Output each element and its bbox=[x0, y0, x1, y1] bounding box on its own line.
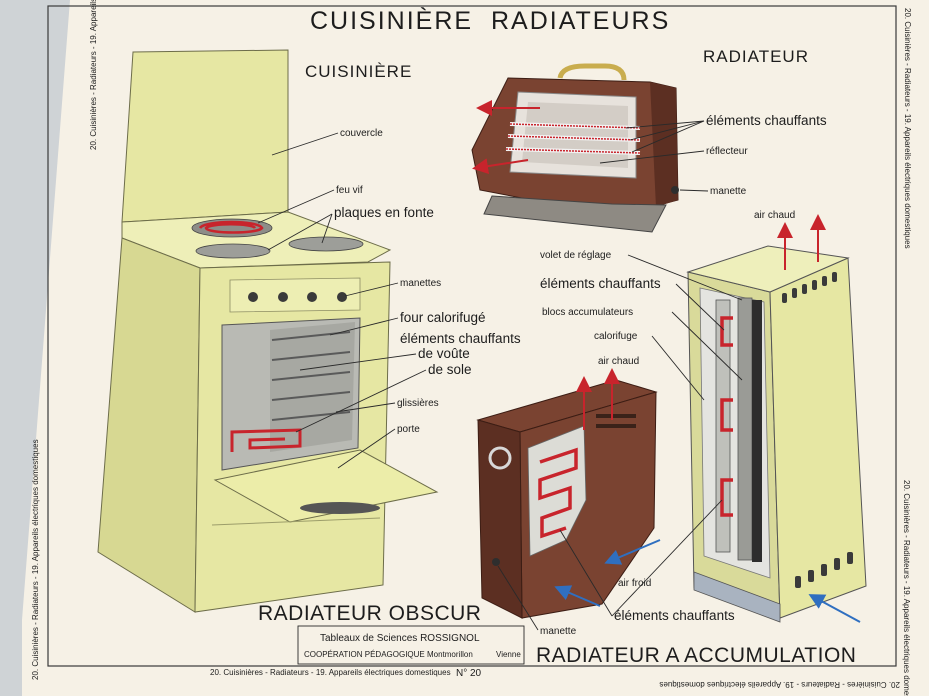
obscur-heating-element bbox=[538, 447, 578, 539]
label-glissieres: glissières bbox=[397, 398, 439, 409]
air-froid-obscur-arrow-2 bbox=[554, 585, 601, 607]
accumulation-top bbox=[686, 245, 850, 293]
publisher-line-2: COOPÉRATION PÉDAGOGIQUE Montmorillon bbox=[304, 650, 473, 659]
control-panel bbox=[229, 277, 361, 313]
label-reflecteur: réflecteur bbox=[706, 146, 748, 157]
label-air-froid: air froid bbox=[618, 578, 651, 589]
margin-text-bottom-right: 20. Cuisinières - Radiateurs - 19. Appar… bbox=[659, 680, 900, 689]
publisher-line-1: Tableaux de Sciences ROSSIGNOL bbox=[320, 633, 480, 644]
label-elements-chauffants-cuisiniere: éléments chauffants bbox=[400, 331, 521, 346]
radiateur-illustration bbox=[471, 63, 679, 233]
cuisiniere-illustration bbox=[97, 49, 439, 613]
label-elements-chauffants-bottom: éléments chauffants bbox=[614, 608, 735, 623]
radiateur-side bbox=[650, 82, 678, 207]
obscur-knob bbox=[492, 558, 500, 566]
label-couvercle: couvercle bbox=[340, 128, 383, 139]
label-air-chaud-accumulation: air chaud bbox=[754, 210, 795, 221]
burner-plaque-front bbox=[195, 243, 271, 259]
obscur-side bbox=[477, 419, 523, 619]
air-froid-arrow-acc bbox=[808, 594, 861, 623]
heat-ray-arrow-2 bbox=[472, 158, 529, 175]
label-feu-vif: feu vif bbox=[336, 185, 363, 196]
poster-number: N° 20 bbox=[456, 668, 482, 679]
label-blocs-accumulateurs: blocs accumulateurs bbox=[542, 307, 633, 318]
poster-frame bbox=[47, 5, 897, 667]
accumulation-base bbox=[693, 571, 781, 623]
accumulation-illustration bbox=[686, 214, 867, 623]
margin-text-right-edge: 20. Cuisinières - Radiateurs - 19. Appar… bbox=[902, 480, 911, 696]
burner-coil bbox=[198, 220, 264, 234]
knob-1 bbox=[248, 292, 258, 302]
radiateur-obscur-illustration bbox=[476, 368, 661, 619]
obscur-gauge bbox=[488, 446, 512, 470]
air-froid-obscur-arrow bbox=[604, 539, 661, 565]
label-de-voute: de voûte bbox=[418, 346, 470, 361]
knob-4 bbox=[337, 292, 347, 302]
margin-text-top-left: 20. Cuisinières - Radiateurs - 19. Appar… bbox=[89, 0, 98, 150]
oven-back-wall bbox=[270, 322, 355, 452]
section-cuisiniere: CUISINIÈRE bbox=[305, 62, 412, 81]
label-elements-chauffants-radiateur: éléments chauffants bbox=[706, 113, 827, 128]
poster-title: CUISINIÈRE RADIATEURS bbox=[310, 6, 670, 35]
radiateur-base bbox=[483, 195, 667, 233]
label-plaques-en-fonte: plaques en fonte bbox=[334, 205, 434, 220]
publisher-region: Vienne bbox=[496, 650, 521, 659]
section-radiateur-obscur: RADIATEUR OBSCUR bbox=[258, 602, 481, 625]
burner-plaque-right bbox=[288, 236, 364, 252]
label-manette-obscur: manette bbox=[540, 626, 577, 637]
label-manette-radiateur: manette bbox=[710, 186, 747, 197]
label-calorifuge: calorifuge bbox=[594, 331, 638, 342]
label-manettes: manettes bbox=[400, 278, 441, 289]
couvercle-lid bbox=[121, 49, 289, 223]
knob-2 bbox=[278, 292, 288, 302]
radiateur-knob bbox=[671, 186, 679, 194]
publisher-box bbox=[297, 625, 525, 665]
label-porte: porte bbox=[397, 424, 420, 435]
label-volet-de-reglage: volet de réglage bbox=[540, 250, 612, 261]
accumulation-heating-element bbox=[720, 316, 733, 517]
knob-3 bbox=[307, 292, 317, 302]
margin-text-bottom-center: 20. Cuisinières - Radiateurs - 19. Appar… bbox=[210, 668, 451, 677]
label-de-sole: de sole bbox=[428, 362, 472, 377]
sole-heating-element bbox=[230, 428, 302, 452]
section-radiateur-accumulation: RADIATEUR A ACCUMULATION bbox=[536, 644, 856, 667]
radiateur-handle bbox=[557, 63, 627, 81]
margin-text-bottom-left: 20. Cuisinières - Radiateurs - 19. Appar… bbox=[31, 439, 40, 680]
oven-door bbox=[213, 449, 439, 523]
label-four-calorifuge: four calorifugé bbox=[400, 310, 486, 325]
bloc-accumulateur-2 bbox=[737, 297, 753, 561]
section-radiateur: RADIATEUR bbox=[703, 47, 809, 66]
bloc-accumulateur-3 bbox=[752, 300, 762, 562]
margin-text-top-right: 20. Cuisinières - Radiateurs - 19. Appar… bbox=[903, 8, 912, 249]
label-elements-chauffants-accumulation: éléments chauffants bbox=[540, 276, 661, 291]
label-air-chaud-obscur: air chaud bbox=[598, 356, 639, 367]
